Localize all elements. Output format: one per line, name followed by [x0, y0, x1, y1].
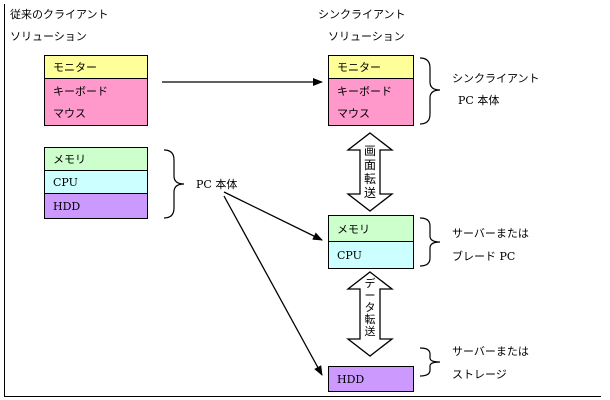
right-thin-label-line1: シンクライアント	[452, 72, 540, 85]
left-pc-brace	[163, 149, 185, 219]
left-box-mouse: マウス	[44, 101, 148, 126]
right-box-monitor-label: モニター	[337, 61, 381, 74]
left-box-monitor: モニター	[44, 55, 148, 79]
screen-transfer-char: 面	[363, 158, 376, 172]
right-box-mouse-label: マウス	[337, 107, 370, 120]
right-storage-label-line1: サーバーまたは	[452, 345, 529, 358]
data-transfer-arrow	[346, 271, 394, 357]
left-title-line1: 従来のクライアント	[10, 8, 109, 21]
screen-transfer-char: 転	[363, 172, 376, 186]
right-box-cpu: CPU	[328, 241, 414, 269]
diagram-frame	[4, 4, 601, 397]
left-box-mouse-label: マウス	[53, 107, 86, 120]
data-transfer-char: ー	[364, 289, 376, 302]
right-storage-brace	[419, 347, 441, 377]
right-thin-brace	[419, 57, 441, 125]
left-box-cpu-label: CPU	[53, 175, 78, 189]
data-transfer-char: デ	[364, 277, 376, 290]
left-box-memory-label: メモリ	[53, 153, 86, 166]
screen-transfer-char: 送	[363, 186, 376, 200]
right-box-hdd-label: HDD	[337, 372, 365, 386]
arrow-to-storage	[223, 195, 323, 376]
arrow-to-server	[223, 191, 323, 241]
right-title-line1: シンクライアント	[318, 8, 406, 21]
left-box-keyboard-label: キーボード	[53, 84, 108, 98]
right-storage-label-line2: ストレージ	[452, 368, 507, 381]
right-server-brace	[419, 217, 441, 267]
data-transfer-char: タ	[364, 301, 376, 314]
right-thin-label-line2: PC 本体	[458, 94, 500, 107]
left-box-cpu: CPU	[44, 170, 148, 194]
left-pc-label: PC 本体	[196, 178, 238, 191]
left-title-line2: ソリューション	[10, 30, 87, 43]
screen-transfer-label: 画 面 転 送	[363, 144, 377, 200]
right-box-monitor: モニター	[328, 55, 414, 79]
left-box-memory: メモリ	[44, 147, 148, 171]
right-server-label-line2: ブレード PC	[452, 250, 516, 263]
data-transfer-label: デ ー タ 転 送	[363, 278, 377, 338]
right-server-label-line1: サーバーまたは	[452, 227, 529, 240]
right-box-keyboard: キーボード	[328, 78, 414, 102]
data-transfer-char: 送	[364, 325, 376, 338]
screen-transfer-char: 画	[363, 144, 376, 158]
right-title-line2: ソリューション	[328, 30, 405, 43]
data-transfer-char: 転	[364, 313, 376, 326]
right-box-memory-label: メモリ	[337, 222, 370, 236]
right-box-keyboard-label: キーボード	[337, 84, 392, 98]
right-box-hdd: HDD	[328, 366, 414, 392]
screen-transfer-arrow	[346, 132, 394, 212]
right-box-mouse: マウス	[328, 101, 414, 126]
right-box-cpu-label: CPU	[337, 248, 362, 262]
left-box-hdd: HDD	[44, 193, 148, 219]
left-box-keyboard: キーボード	[44, 78, 148, 102]
left-box-hdd-label: HDD	[53, 199, 81, 213]
left-box-monitor-label: モニター	[53, 61, 97, 74]
